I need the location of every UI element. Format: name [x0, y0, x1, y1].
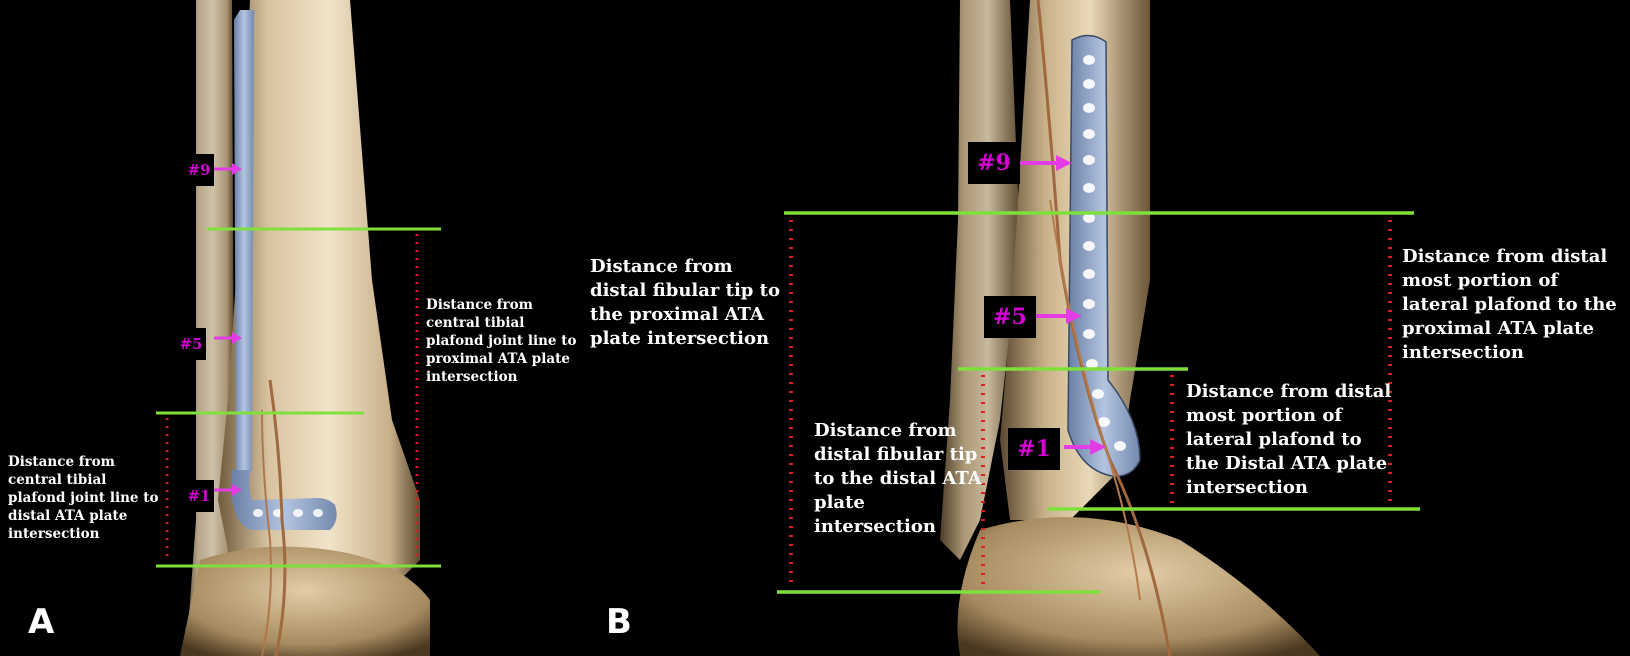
panel-a-measurements: [156, 227, 441, 568]
panel-a-tag-9: #9: [184, 154, 214, 186]
panel-a-talus: [180, 546, 430, 656]
panel-a-tag-1: #1: [184, 480, 214, 512]
panel-b-artery: [1036, 0, 1172, 656]
panel-b-label-lateral-proximal: Distance from distal most portion of lat…: [1402, 246, 1617, 363]
panel-b-plate-holes: [1083, 55, 1126, 451]
arrow-right-icon: [214, 484, 242, 496]
panel-b-label-lateral-distal: Distance from distal most portion of lat…: [1186, 381, 1392, 498]
panel-b-anatomy: [940, 0, 1320, 656]
arrow-right-icon: [214, 163, 242, 175]
panel-a-label-proximal: Distance from central tibial plafond joi…: [426, 297, 577, 385]
arrow-right-icon: [1036, 308, 1082, 324]
panel-b-plate: [1067, 34, 1141, 477]
panel-a-artery: [268, 379, 287, 656]
panel-a-artery-branch: [261, 409, 272, 656]
arrow-right-icon: [1018, 155, 1072, 171]
panel-b-fibula: [940, 0, 1020, 560]
panel-b-artery-branch: [1049, 199, 1141, 601]
arrow-right-icon: [1064, 439, 1106, 455]
panel-b-label-fibular-distal: Distance from distal fibular tip to the …: [814, 420, 982, 537]
panel-b-tag-5: #5: [984, 296, 1036, 338]
panel-b-measurements: [777, 211, 1420, 594]
panel-b-tag-1: #1: [1008, 428, 1060, 470]
panel-a-tag-5: #5: [176, 328, 206, 360]
panel-a-plate-shaft: [234, 10, 254, 480]
arrow-right-icon: [214, 332, 242, 344]
panel-b-tag-9: #9: [968, 142, 1020, 184]
panel-b-letter: B: [606, 602, 632, 642]
panel-a-anatomy: [180, 0, 430, 656]
panel-b-label-fibular-proximal: Distance from distal fibular tip to the …: [590, 256, 780, 349]
panel-a-label-distal: Distance from central tibial plafond joi…: [8, 454, 159, 542]
arrows: [214, 155, 1106, 496]
panel-a-letter: A: [28, 602, 55, 642]
panel-a-tibia: [218, 0, 420, 600]
